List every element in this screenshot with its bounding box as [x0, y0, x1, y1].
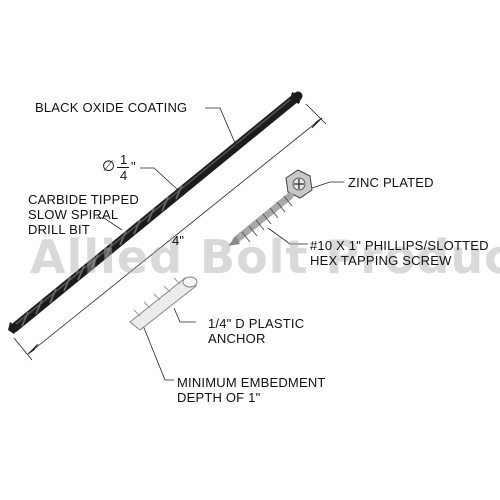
bit-label-line1: CARBIDE TIPPED — [28, 192, 139, 207]
diameter-numerator: 1 — [120, 152, 128, 167]
coating-label: BLACK OXIDE COATING — [35, 100, 188, 115]
screw-label-line1: #10 X 1" PHILLIPS/SLOTTED — [310, 238, 489, 253]
embed-label-line2: DEPTH OF 1" — [177, 390, 261, 405]
length-label: 4" — [172, 233, 185, 248]
watermark: Allied Bolt Products LLC — [30, 230, 500, 284]
leader-lines — [96, 107, 344, 381]
spiral-flutes — [21, 184, 183, 327]
anchor-label-line1: 1/4" D PLASTIC — [208, 316, 305, 331]
length-dimension — [13, 103, 327, 361]
diameter-unit: " — [131, 159, 136, 174]
diameter-symbol: ∅ — [102, 158, 116, 175]
bit-label-line3: DRILL BIT — [28, 222, 91, 237]
diameter-fraction-bar — [117, 167, 129, 168]
plastic-anchor — [129, 276, 198, 331]
drill-bit — [8, 91, 303, 334]
bit-label-line2: SLOW SPIRAL — [28, 207, 119, 222]
diameter-denominator: 4 — [120, 168, 128, 183]
anchor-label-line2: ANCHOR — [208, 331, 266, 346]
embed-label-line1: MINIMUM EMBEDMENT — [177, 375, 326, 390]
hex-tapping-screw — [228, 169, 313, 246]
zinc-label: ZINC PLATED — [348, 175, 434, 190]
screw-label-line2: HEX TAPPING SCREW — [310, 253, 452, 268]
